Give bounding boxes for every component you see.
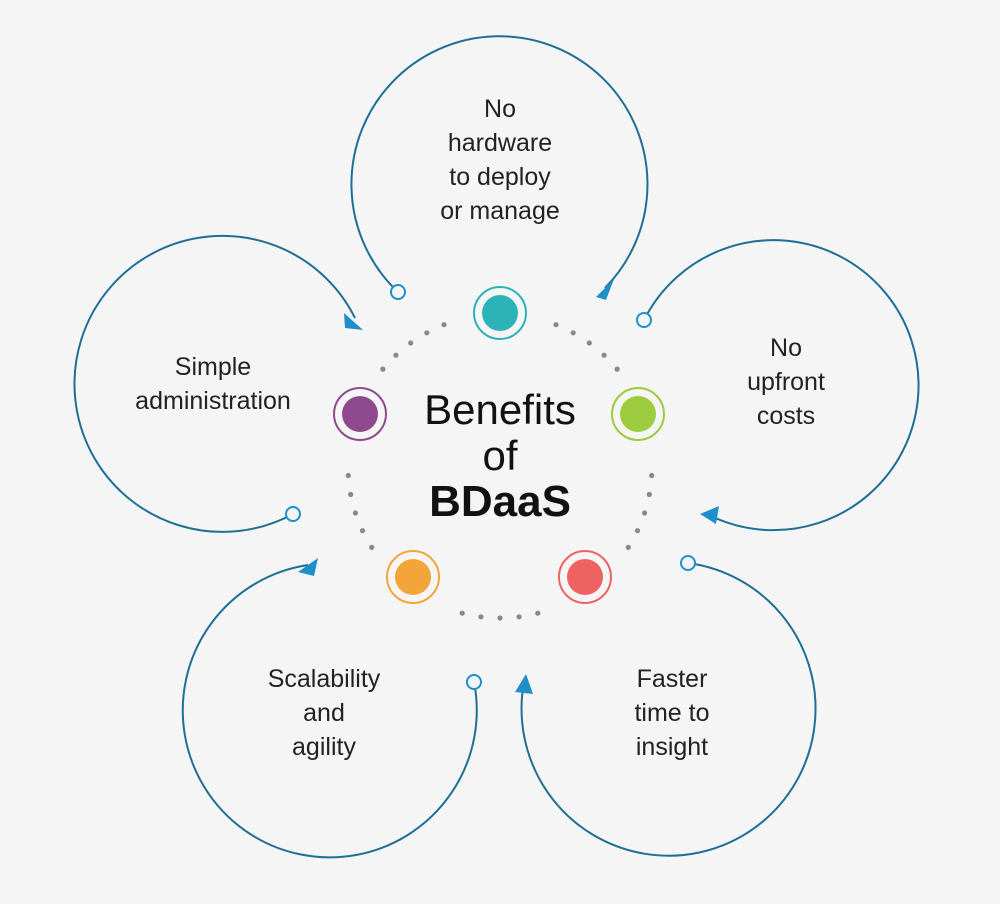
node-no-hardware bbox=[473, 286, 527, 340]
label-line: to deploy bbox=[449, 163, 551, 191]
label-line: insight bbox=[635, 733, 709, 761]
ring-dot bbox=[601, 352, 607, 358]
node-end-scalability bbox=[466, 674, 482, 690]
label-line: Faster bbox=[636, 665, 708, 693]
node-simple-admin bbox=[333, 387, 387, 441]
ring-dot bbox=[408, 340, 414, 346]
ring-dot bbox=[424, 330, 430, 336]
arrow-faster-insight bbox=[515, 674, 533, 694]
ring-dot bbox=[459, 610, 465, 616]
arrow-scalability bbox=[298, 558, 318, 576]
ring-dot bbox=[625, 544, 631, 551]
ring-dot bbox=[348, 491, 354, 498]
ring-dot bbox=[393, 352, 399, 358]
arc-faster-insight bbox=[520, 562, 817, 857]
ring-dot bbox=[553, 322, 559, 328]
label-scalability: Scalability and agility bbox=[268, 662, 381, 764]
label-line: No bbox=[770, 334, 802, 362]
ring-dot bbox=[649, 472, 655, 479]
ring-dot bbox=[352, 510, 358, 516]
dotted-ring bbox=[345, 322, 655, 621]
ring-dot bbox=[478, 614, 484, 620]
arc-no-upfront bbox=[643, 239, 920, 532]
label-line: time to bbox=[634, 699, 710, 727]
arc-simple-admin bbox=[73, 234, 356, 533]
ring-dot bbox=[380, 366, 386, 372]
ring-dot bbox=[345, 472, 351, 479]
ring-dot bbox=[369, 544, 375, 551]
node-scalability bbox=[386, 550, 440, 604]
node-end-simple-admin bbox=[285, 506, 301, 522]
node-end-faster-insight bbox=[680, 555, 696, 571]
ring-dot bbox=[634, 528, 641, 534]
label-line: Scalability bbox=[267, 665, 381, 693]
label-line: upfront bbox=[747, 368, 825, 396]
ring-dot bbox=[614, 366, 620, 372]
label-faster-insight: Faster time to insight bbox=[634, 662, 709, 764]
ring-dot bbox=[646, 491, 652, 498]
label-line: or manage bbox=[440, 197, 560, 225]
ring-dot bbox=[516, 614, 522, 620]
arrow-simple-admin bbox=[344, 313, 363, 330]
arrow-no-hardware bbox=[596, 279, 614, 300]
node-faster-insight bbox=[558, 550, 612, 604]
label-no-hardware: No hardware to deploy or manage bbox=[440, 92, 560, 228]
ring-dot bbox=[441, 322, 447, 328]
ring-dot bbox=[497, 615, 503, 621]
label-line: Simple bbox=[174, 353, 252, 381]
ring-dot bbox=[570, 330, 576, 336]
ring-dot bbox=[535, 610, 541, 616]
center-title-line3: BDaaS bbox=[429, 477, 571, 526]
arc-scalability bbox=[181, 564, 478, 859]
center-title: Benefits of BDaaS bbox=[424, 387, 576, 525]
center-title-line1: Benefits bbox=[424, 386, 576, 433]
label-simple-admin: Simple administration bbox=[135, 350, 291, 418]
label-line: costs bbox=[756, 402, 816, 430]
ring-dot bbox=[642, 510, 648, 516]
label-no-upfront: No upfront costs bbox=[747, 331, 825, 433]
label-line: No bbox=[484, 95, 516, 123]
ring-dot bbox=[359, 528, 366, 534]
center-title-line2: of bbox=[482, 432, 518, 479]
label-line: agility bbox=[292, 733, 356, 761]
node-end-no-upfront bbox=[636, 312, 652, 328]
arrow-no-upfront bbox=[700, 506, 719, 524]
label-line: administration bbox=[135, 387, 291, 415]
label-line: and bbox=[303, 699, 345, 727]
node-end-no-hardware bbox=[390, 284, 406, 300]
ring-dot bbox=[586, 340, 592, 346]
node-no-upfront bbox=[611, 387, 665, 441]
arc-no-hardware bbox=[350, 35, 649, 293]
label-line: hardware bbox=[447, 129, 553, 157]
